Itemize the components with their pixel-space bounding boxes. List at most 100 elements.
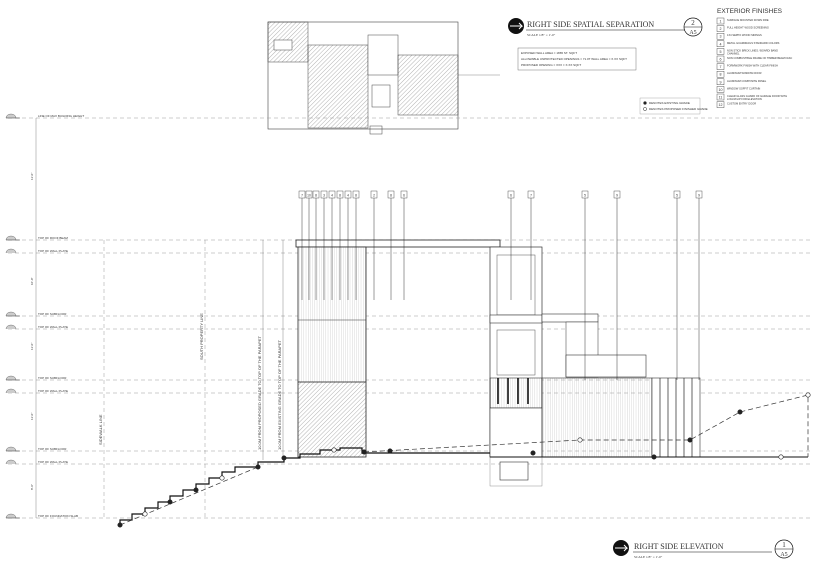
finish-key: 3	[720, 35, 722, 39]
finish-key: 1	[720, 20, 722, 24]
level-line: TOP OF FOUNDATION SLAB	[5, 513, 812, 519]
finish-text: SURFACE MOUNTED DOWN FIRE	[727, 18, 769, 22]
spatial-sheet: A5	[689, 30, 696, 36]
finish-text: ALUMINUM WINDOW DOOR	[727, 71, 762, 75]
finish-item: 2 FULL HEIGHT WOOD SCREENING	[716, 25, 769, 32]
finish-tag-number: 8	[315, 193, 317, 197]
finish-key: 4	[720, 42, 722, 46]
finish-text: NON STICK BRICK LINES / BOARD/ BAND	[727, 48, 778, 52]
finish-text: FULL HEIGHT WOOD SCREENING	[727, 26, 769, 30]
level-line: TOP OF SUBFLOOR TOP OF WALL PLATE	[5, 446, 812, 465]
elevation-title: RIGHT SIDE ELEVATION	[634, 542, 724, 551]
grade-point-icon	[117, 522, 123, 528]
spatial-note-line: ALLOWABLE UNPROTECTED OPENINGS = 71.0T W…	[521, 57, 627, 61]
finish-tag: 10	[305, 190, 313, 300]
level-sub: TOP OF WALL PLATE	[38, 460, 68, 464]
vertical-annotations: SIDEWALK LINE SOUTH PROPERTY LINE 10.0M …	[98, 240, 284, 520]
finish-text: METAL GUARDRAILS STANDARD COLORS	[727, 41, 780, 45]
grade-point-icon	[687, 437, 693, 443]
finish-tag-number: 8	[355, 193, 357, 197]
finish-text: LOGO/FLIP FOR ELEVATION	[727, 97, 762, 101]
spatial-number: 2	[691, 19, 695, 27]
finish-tag-number: 10	[307, 193, 311, 197]
finish-text: CHANNEL	[727, 52, 740, 56]
grade-point-icon	[651, 454, 657, 460]
level-marker-icon	[5, 324, 17, 330]
finish-item: 1 SURFACE MOUNTED DOWN FIRE	[716, 17, 769, 25]
finishes-heading: EXTERIOR FINISHES	[717, 8, 783, 15]
level-name: TOP OF ROOF BEAM	[38, 236, 68, 240]
finish-tag: 8	[352, 190, 360, 300]
finish-key: 2	[720, 27, 722, 31]
elevation-sheet: A5	[780, 552, 787, 558]
level-sub: TOP OF WALL PLATE	[38, 389, 68, 393]
existing-grade-icon	[643, 101, 647, 105]
spatial-note: EXPOSED WALL AREA = 1865 ST. SQFT ALLOWA…	[517, 47, 637, 71]
level-marker-icon	[5, 459, 17, 465]
title-elevation: RIGHT SIDE ELEVATION SCALE 1/8" = 1'-0" …	[613, 539, 794, 559]
level-name: TOP OF SUBFLOOR	[38, 376, 67, 380]
finish-tag: 7	[527, 190, 535, 300]
level-marker-icon	[5, 388, 17, 394]
finish-item: 11 CLEAR GLASS GUARD OF GARAGE DOOR WITHL…	[716, 93, 787, 101]
spatial-note-line: EXPOSED WALL AREA = 1865 ST. SQFT	[521, 51, 577, 55]
finish-key: 10	[719, 88, 723, 92]
finish-tag-number: 3	[323, 193, 325, 197]
svg-text:11'-0": 11'-0"	[30, 413, 34, 420]
finish-tag: 4	[328, 190, 336, 300]
level-name: TOP OF SUBFLOOR	[38, 447, 67, 451]
finish-text: NON COMBUSTIBLE FRAME OF TIMBER BEAM FAS…	[727, 56, 792, 60]
setback-label: SIDEWALK LINE	[98, 414, 103, 445]
finish-key: 9	[720, 80, 722, 84]
finish-tag: 6	[400, 190, 408, 300]
grade-point-icon	[255, 464, 261, 470]
grade-point-icon	[805, 392, 811, 398]
finish-key: 11	[719, 96, 723, 100]
finish-text: FORMWORK FINISH WITH CLEAR FINISH	[727, 64, 778, 68]
level-sub: TOP OF WALL PLATE	[38, 325, 68, 329]
finish-tag-number: 7	[530, 193, 532, 197]
grade-point-icon	[530, 450, 536, 456]
grade-point-icon	[219, 475, 225, 481]
finish-item: 12 CUSTOM ENTRY DOOR	[716, 101, 756, 108]
proposed-grade-icon	[643, 107, 647, 111]
level-marker-icon	[5, 235, 17, 241]
spatial-note-line: PROPOSED OPENING = XXX = X.XX SQFT	[521, 63, 581, 67]
finish-key: 12	[719, 103, 723, 107]
grade-point-icon	[778, 454, 784, 460]
finish-tag-number: 7	[301, 193, 303, 197]
finish-tag: 2	[370, 190, 378, 300]
finish-tag-number: 4	[331, 193, 333, 197]
level-line: TOP OF SUBFLOOR TOP OF WALL PLATE	[5, 375, 812, 394]
finish-text: WINDOW SOFFIT CURTAIN	[727, 86, 760, 90]
property-line-label: SOUTH PROPERTY LINE	[199, 313, 204, 360]
level-name: TOP OF FOUNDATION SLAB	[38, 514, 78, 518]
finish-tag-number: 6	[510, 193, 512, 197]
finish-text: CLEAR GLASS GUARD OF GARAGE DOOR WITH	[727, 94, 787, 98]
finish-item: 10 WINDOW SOFFIT CURTAIN	[716, 86, 760, 93]
grade-label-2: 10.0M FROM EXISTING GRADE TO TOP OF THE …	[277, 339, 282, 450]
grade-point-icon	[281, 455, 287, 461]
level-marker-icon	[5, 311, 17, 317]
finish-text: ALUMINUM COMPOSITE PANEL	[727, 79, 767, 83]
grade-label-1: 10.0M FROM PROPOSED GRADE TO TOP OF THE …	[257, 335, 262, 450]
svg-text:11'-0": 11'-0"	[30, 173, 34, 180]
finish-tag: 8	[336, 190, 344, 300]
finish-text: CUSTOM ENTRY DOOR	[727, 102, 756, 106]
finish-tag: 8	[312, 190, 320, 300]
level-marker-icon	[5, 248, 17, 254]
svg-text:10'-0": 10'-0"	[30, 277, 34, 285]
dimension-left: 11'-0" 10'-0" 11'-0" 11'-0" 8'-0"	[30, 118, 37, 518]
grade-point-icon	[142, 511, 148, 517]
spatial-title: RIGHT SIDE SPATIAL SEPARATION	[527, 20, 654, 29]
finish-tag-number: 9	[616, 193, 618, 197]
finish-tag: 5	[581, 190, 589, 380]
